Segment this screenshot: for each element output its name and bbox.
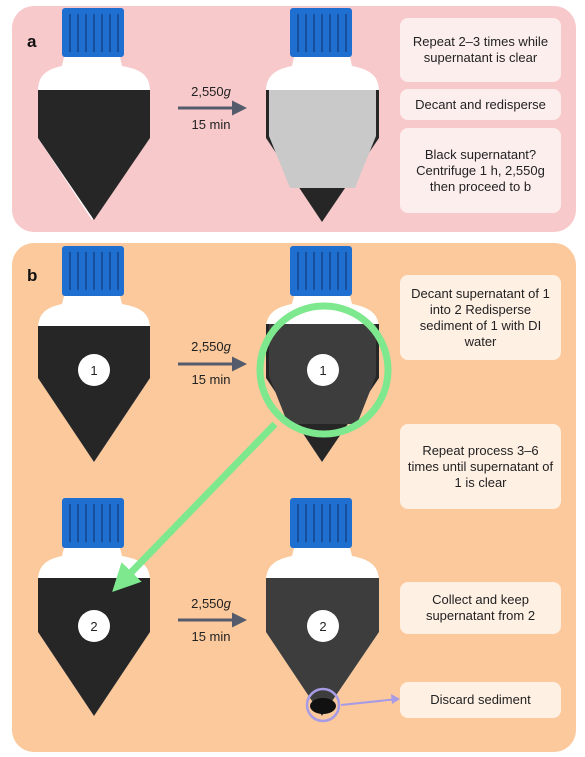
panel-b-letter: b	[27, 266, 38, 285]
pointer-arrowhead-purple	[391, 694, 400, 704]
time-value: 15 min	[191, 629, 231, 644]
note-decant-redisperse: Decant and redisperse	[400, 89, 561, 120]
centrifuge-condition-a: 2,550g 15 min	[171, 83, 251, 133]
note-collect-supernatant: Collect and keep supernatant from 2	[400, 582, 561, 634]
force-value: 2,550	[191, 339, 224, 354]
tube-number-1-after: 1	[307, 354, 339, 386]
tube-a2	[266, 8, 379, 222]
tube-number-1: 1	[78, 354, 110, 386]
highlight-circle-purple	[305, 687, 341, 723]
force-unit: g	[223, 84, 231, 99]
pointer-arrow-purple	[340, 698, 399, 706]
force-unit: g	[223, 596, 231, 611]
tube-number-2-after: 2	[307, 610, 339, 642]
time-value: 15 min	[191, 372, 231, 387]
note-repeat-2-3: Repeat 2–3 times while supernatant is cl…	[400, 18, 561, 82]
force-value: 2,550	[191, 596, 224, 611]
centrifuge-condition-b2: 2,550g 15 min	[171, 595, 251, 645]
note-black-supernatant: Black supernatant? Centrifuge 1 h, 2,550…	[400, 128, 561, 213]
tube-number-2: 2	[78, 610, 110, 642]
force-unit: g	[223, 339, 231, 354]
tube-a1	[38, 8, 150, 220]
force-value: 2,550	[191, 84, 224, 99]
centrifuge-condition-b1: 2,550g 15 min	[171, 338, 251, 388]
highlight-circle-green	[256, 302, 392, 438]
note-discard-sediment: Discard sediment	[400, 682, 561, 718]
transfer-arrow-green	[112, 421, 278, 593]
note-repeat-3-6: Repeat process 3–6 times until supernata…	[400, 424, 561, 509]
note-decant-supernatant: Decant supernatant of 1 into 2 Redispers…	[400, 275, 561, 360]
panel-a-letter: a	[27, 32, 37, 51]
time-value: 15 min	[191, 117, 231, 132]
